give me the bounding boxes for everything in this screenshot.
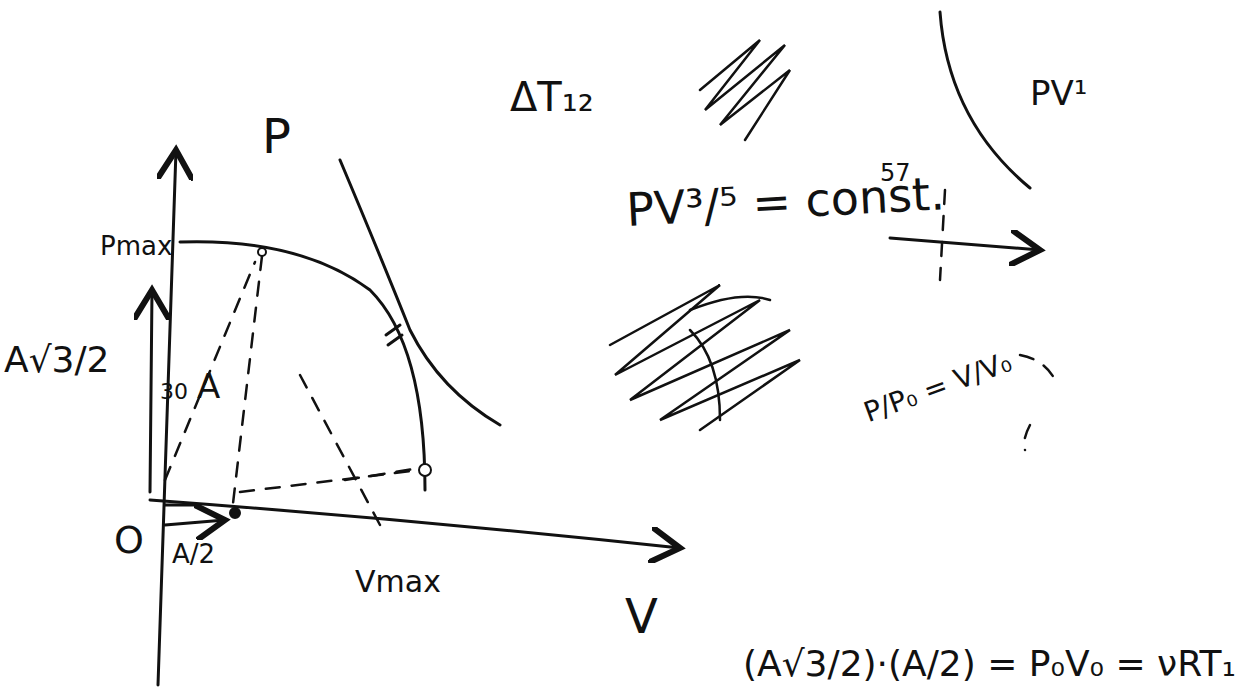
pmax-label: Pmax bbox=[100, 232, 172, 261]
origin-label: O bbox=[114, 520, 144, 562]
ratio-formula: P/P₀ = V/V₀ bbox=[860, 347, 1016, 429]
curve-label: PV¹ bbox=[1030, 75, 1087, 112]
vmax-label: Vmax bbox=[355, 565, 441, 598]
angle-label: 30 bbox=[160, 380, 188, 404]
dimension-label: A/2 bbox=[172, 540, 215, 569]
note-number: 57 bbox=[880, 160, 911, 186]
axis-label: P bbox=[262, 110, 291, 163]
delta-t-label: ΔT₁₂ bbox=[510, 75, 594, 119]
dimension-label: A√3/2 bbox=[4, 340, 110, 380]
axis-label: V bbox=[625, 590, 658, 643]
state-equation: (A√3/2)·(A/2) = P₀V₀ = νRT₁ bbox=[743, 644, 1236, 684]
radius-label: A bbox=[197, 368, 220, 405]
